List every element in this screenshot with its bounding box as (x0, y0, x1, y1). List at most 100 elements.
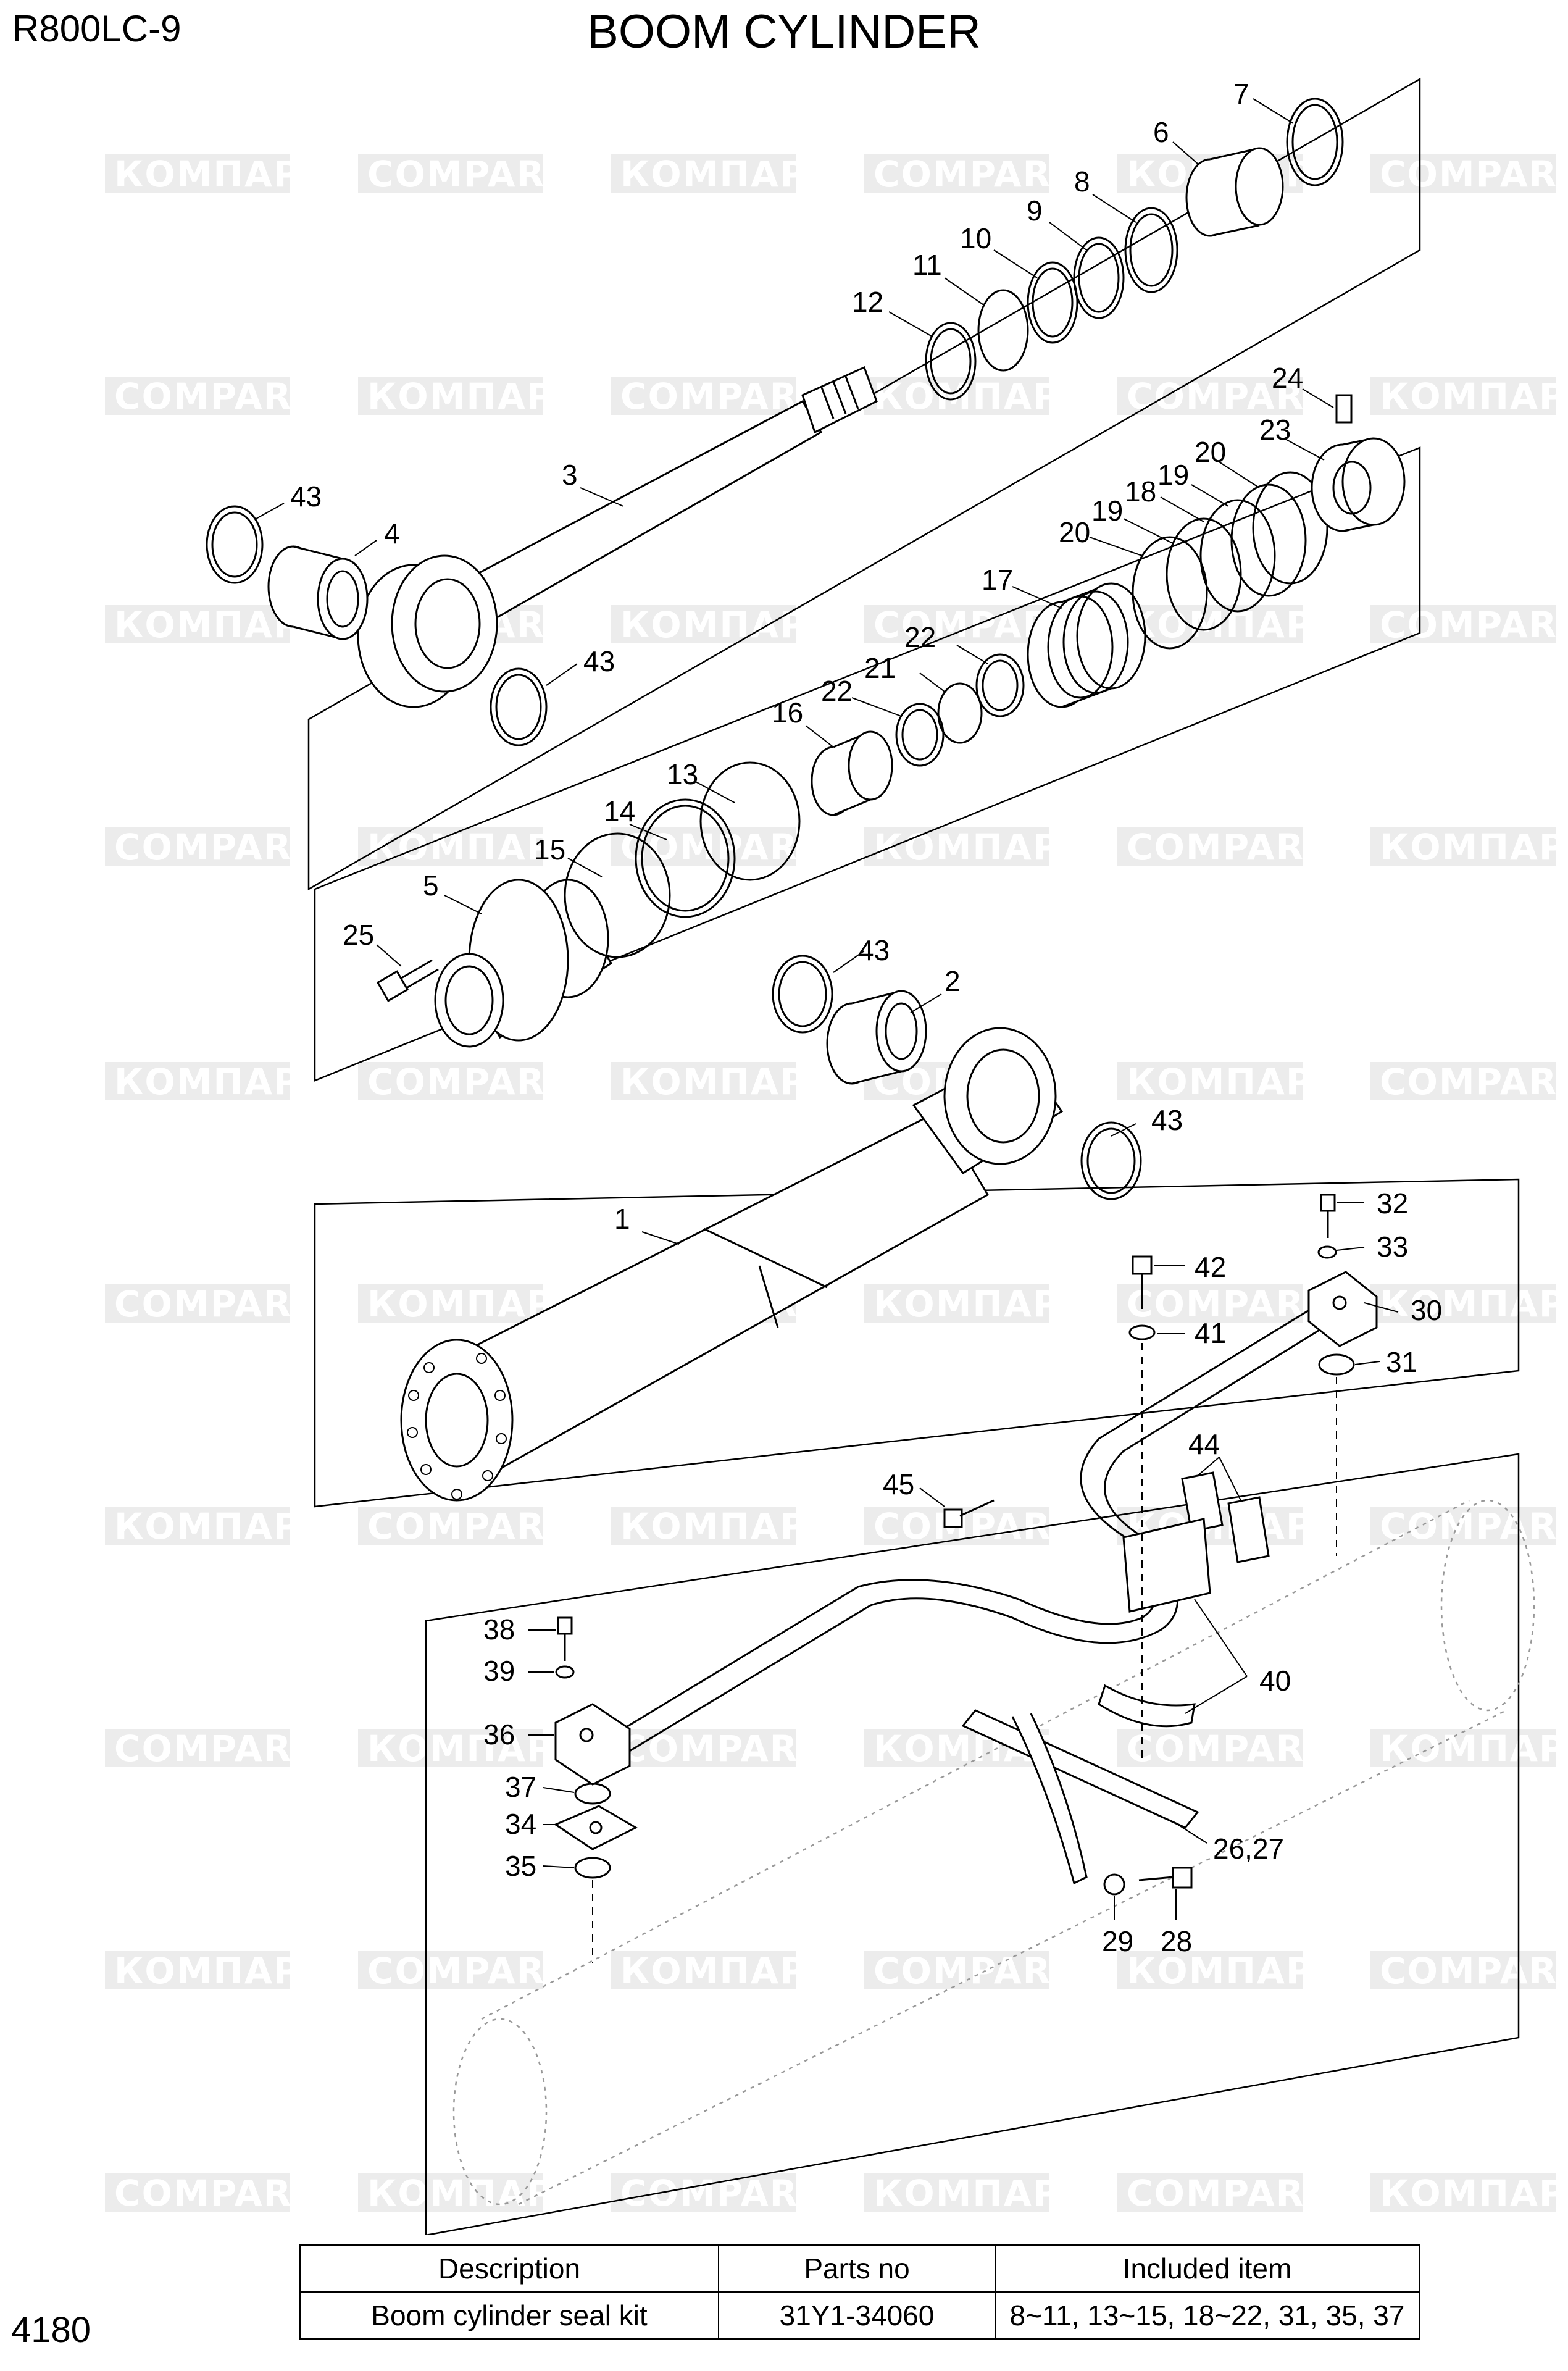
watermark-band (358, 1062, 543, 1100)
frame-rod-group (307, 77, 1421, 891)
part-19-ring-a (1166, 517, 1242, 631)
column-header-description: Description (299, 2244, 719, 2293)
part-18-ring (1199, 499, 1276, 613)
cell-parts-no: 31Y1-34060 (718, 2291, 996, 2340)
watermark-band (105, 827, 290, 866)
callout-43b: 43 (583, 645, 615, 677)
watermark-text: COMPART (1127, 375, 1329, 417)
watermark-text: COMPART (1127, 826, 1329, 868)
callout-4: 4 (384, 517, 400, 550)
watermark-band (105, 1951, 290, 1989)
watermark-text: КОМПАРТ (1380, 826, 1568, 868)
watermark-text: КОМПАРТ (1127, 1061, 1339, 1103)
callout-41: 41 (1195, 1317, 1226, 1349)
watermark-text: COMPART (1380, 604, 1568, 646)
watermark-band (611, 154, 796, 193)
table-header-row: Description Parts no Included item (299, 2244, 1420, 2293)
leader-lines (256, 98, 1399, 1963)
part-32-bolt (1320, 1194, 1336, 1238)
callout-9: 9 (1027, 194, 1043, 227)
callout-26-27: 26,27 (1213, 1833, 1284, 1865)
callout-43d: 43 (1151, 1104, 1183, 1136)
watermark-band (611, 1951, 796, 1989)
part-43-dust-seal-b-inner (495, 674, 542, 740)
part-41-washer (1128, 1324, 1156, 1340)
part-23-lock-nut (1311, 437, 1406, 532)
watermark-text: COMPART (114, 1283, 317, 1325)
callout-38: 38 (483, 1613, 515, 1645)
watermark-text: КОМПАРТ (620, 1061, 833, 1103)
watermark-text: COMPART (114, 375, 317, 417)
callout-39: 39 (483, 1655, 515, 1687)
watermark-band (864, 827, 1049, 866)
watermark-text: COMPART (620, 1728, 823, 1770)
callout-3: 3 (562, 459, 578, 491)
watermark-text: КОМПАРТ (874, 375, 1086, 417)
part-37-o-ring (574, 1783, 611, 1805)
part-9-seal (1073, 236, 1125, 319)
callout-40: 40 (1259, 1665, 1291, 1697)
watermark-text: КОМПАРТ (620, 604, 833, 646)
callout-8: 8 (1074, 165, 1090, 198)
watermark-band (1370, 1284, 1556, 1323)
table-row: Boom cylinder seal kit 31Y1-34060 8~11, … (299, 2291, 1420, 2340)
part-34-plate (553, 1805, 638, 1850)
cell-included-item: 8~11, 13~15, 18~22, 31, 35, 37 (995, 2291, 1420, 2340)
watermark-text: КОМПАРТ (620, 1505, 833, 1547)
watermark-band (105, 1062, 290, 1100)
callout-labels: 1 2 3 4 5 6 7 8 9 10 11 12 13 14 15 16 1… (290, 78, 1442, 1957)
watermark-text: COMPART (1127, 2172, 1329, 2214)
watermark-band (105, 1507, 290, 1545)
part-12-seal (925, 322, 977, 401)
watermark-band (864, 1951, 1049, 1989)
watermark-band (1370, 377, 1556, 415)
watermark-text: COMPART (1380, 1061, 1568, 1103)
callout-22b: 22 (904, 621, 936, 653)
watermark-text: КОМПАРТ (1127, 1950, 1339, 1992)
watermark-band (105, 154, 290, 193)
watermark-text: КОМПАРТ (874, 826, 1086, 868)
part-42-bolt (1132, 1255, 1153, 1309)
watermark-text: КОМПАРТ (367, 2172, 580, 2214)
callout-13: 13 (667, 758, 698, 790)
watermark-text: COMPART (874, 153, 1076, 195)
part-14-backup-ring (635, 798, 736, 918)
watermark-text: КОМПАРТ (367, 826, 580, 868)
part-2-bushing (826, 990, 927, 1085)
part-22-ring-b (975, 653, 1025, 717)
part-39-washer (555, 1665, 575, 1679)
watermark-text: COMPART (114, 2172, 317, 2214)
part-44-rubber-pad (1181, 1471, 1270, 1563)
pipe-assembly (592, 1302, 1334, 1767)
watermark-band (1370, 1507, 1556, 1545)
watermark-band (611, 605, 796, 643)
part-43-dust-seal-a-inner (211, 511, 258, 578)
watermark-band (1117, 377, 1303, 415)
callout-34: 34 (505, 1808, 536, 1840)
watermark-text: КОМПАРТ (1380, 2172, 1568, 2214)
watermark-band (105, 377, 290, 415)
callout-14: 14 (604, 795, 635, 827)
callout-16: 16 (772, 696, 803, 729)
watermark-band (1370, 827, 1556, 866)
callout-23: 23 (1259, 414, 1291, 446)
watermark-text: КОМПАРТ (1380, 1283, 1568, 1325)
part-24-set-screw (1335, 394, 1353, 424)
callout-18: 18 (1125, 475, 1156, 508)
watermark-band (864, 377, 1049, 415)
watermark-text: COMPART (367, 1061, 570, 1103)
callout-25: 25 (343, 919, 374, 951)
part-35-o-ring (574, 1857, 611, 1879)
part-43-dust-seal-d (1080, 1121, 1142, 1200)
part-10-seal (1027, 261, 1078, 344)
watermark-text: КОМПАРТ (114, 1061, 327, 1103)
callout-43c: 43 (858, 934, 890, 966)
watermark-text: COMPART (367, 1505, 570, 1547)
part-15-o-ring (564, 832, 671, 958)
watermark-text: КОМПАРТ (367, 375, 580, 417)
callout-44: 44 (1188, 1428, 1220, 1460)
watermark-band (358, 2173, 543, 2212)
part-7-snap-ring (1286, 98, 1344, 186)
watermark-band (105, 1729, 290, 1767)
watermark-text: COMPART (367, 153, 570, 195)
